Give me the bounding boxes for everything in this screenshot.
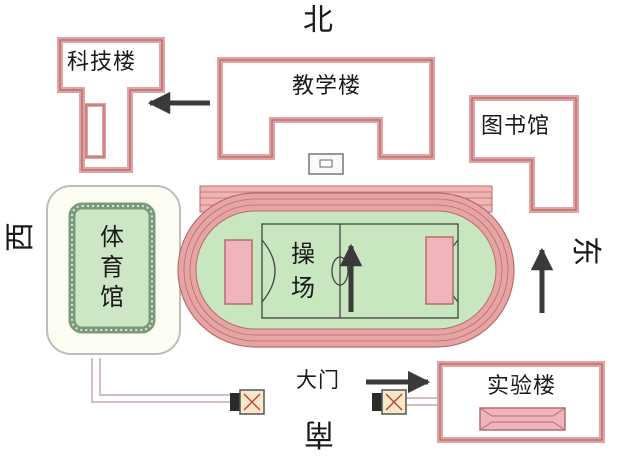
- direction-south: 南: [304, 416, 334, 451]
- goal-area-right: [425, 236, 454, 305]
- lab-building-label: 实验楼: [487, 374, 557, 399]
- science-building-label: 科技楼: [67, 50, 137, 75]
- direction-north: 北: [303, 3, 333, 38]
- gym-label-3: 馆: [100, 283, 125, 311]
- lab-building: [437, 361, 605, 443]
- podium: [308, 153, 344, 175]
- science-building: [57, 37, 165, 173]
- teaching-building: [217, 57, 435, 160]
- playground-label-2: 场: [291, 274, 316, 302]
- gymnasium: [46, 185, 181, 355]
- gate-post-left: [230, 389, 265, 415]
- playground-label-1: 操: [291, 240, 316, 268]
- goal-area-left: [224, 239, 253, 305]
- gate-label: 大门: [296, 368, 340, 392]
- walkway-path: [91, 358, 440, 406]
- library-building: [469, 95, 579, 213]
- gym-label-1: 体: [100, 223, 125, 251]
- library-building-label: 图书馆: [481, 114, 551, 139]
- gate-post-right: [372, 389, 407, 415]
- direction-east: 东: [568, 236, 603, 266]
- direction-west: 西: [3, 222, 38, 252]
- teaching-building-label: 教学楼: [292, 74, 362, 99]
- gym-label-2: 育: [100, 253, 125, 281]
